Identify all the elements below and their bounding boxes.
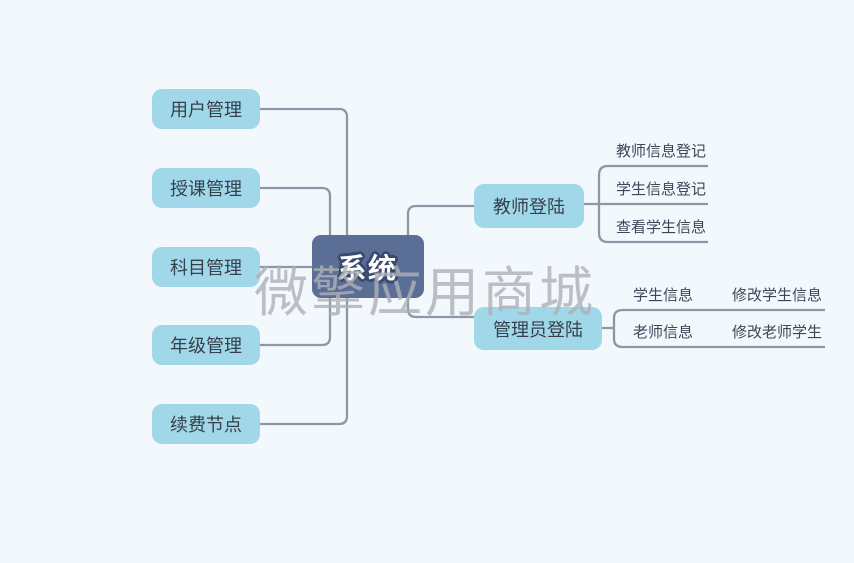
node-user-management[interactable]: 用户管理 — [152, 89, 260, 129]
node-teaching-management-label: 授课管理 — [170, 179, 242, 199]
leaf-teacher-info-register[interactable]: 教师信息登记 — [615, 143, 706, 160]
leaf-student-info-register[interactable]: 学生信息登记 — [615, 181, 706, 198]
node-system-root[interactable]: 系统 — [312, 235, 424, 298]
node-subject-management[interactable]: 科目管理 — [152, 247, 260, 287]
bracket-admin-children — [612, 308, 825, 349]
connector-teaching-management — [260, 186, 332, 235]
leaf-modify-teacher-student[interactable]: 修改老师学生 — [732, 324, 823, 341]
node-teacher-login-label: 教师登陆 — [493, 197, 565, 217]
node-system-root-label: 系统 — [337, 252, 398, 284]
node-teaching-management[interactable]: 授课管理 — [152, 168, 260, 208]
leaf-modify-student-info[interactable]: 修改学生信息 — [732, 287, 823, 304]
connector-grade-management — [260, 298, 332, 347]
node-admin-login[interactable]: 管理员登陆 — [474, 307, 602, 350]
node-renewal-node-label: 续费节点 — [170, 415, 242, 435]
node-user-management-label: 用户管理 — [170, 100, 242, 120]
node-admin-login-label: 管理员登陆 — [493, 319, 583, 340]
node-grade-management-label: 年级管理 — [170, 336, 242, 356]
leaf-view-student-info[interactable]: 查看学生信息 — [615, 219, 706, 236]
connector-renewal-node — [260, 298, 349, 426]
leaf-teacher-info[interactable]: 老师信息 — [633, 324, 694, 341]
node-renewal-node[interactable]: 续费节点 — [152, 404, 260, 444]
connector-user-management — [260, 107, 349, 235]
node-subject-management-label: 科目管理 — [170, 258, 242, 278]
connector-teacher-login — [406, 204, 474, 235]
leaf-student-info[interactable]: 学生信息 — [633, 287, 694, 304]
node-teacher-login[interactable]: 教师登陆 — [474, 184, 584, 228]
connector-admin-login — [406, 298, 474, 319]
node-grade-management[interactable]: 年级管理 — [152, 325, 260, 365]
